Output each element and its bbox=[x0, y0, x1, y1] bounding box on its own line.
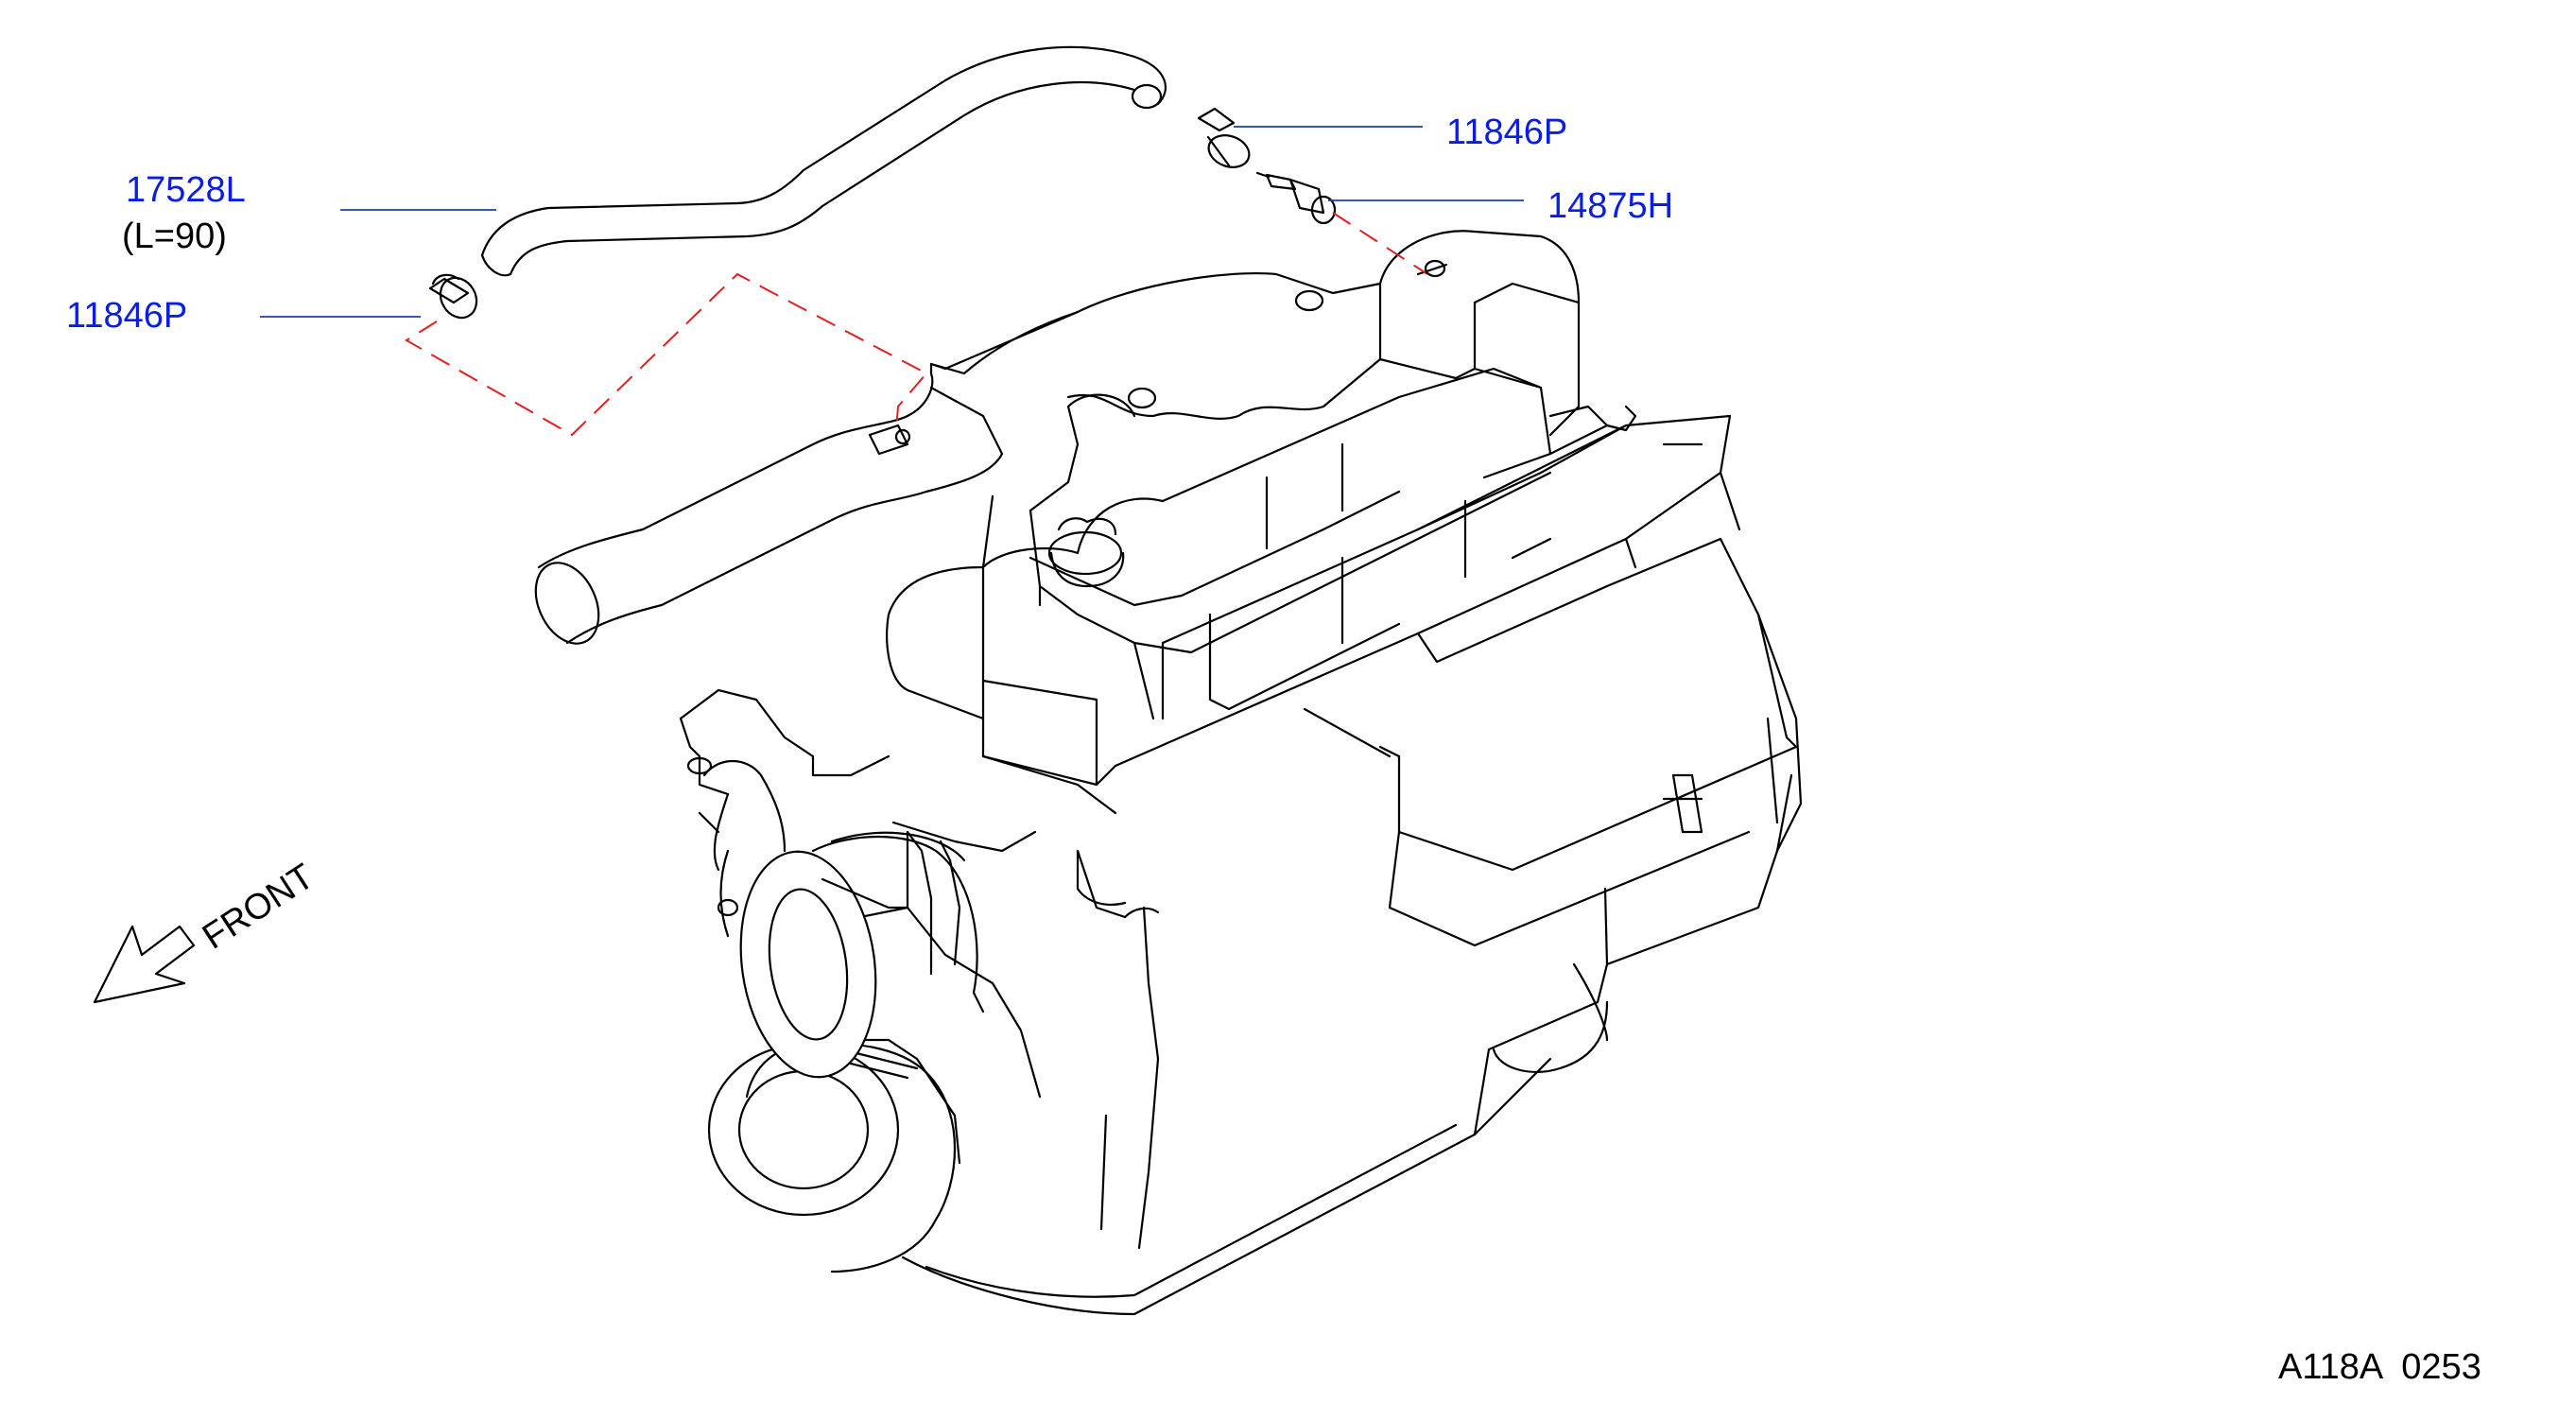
assembly-guides bbox=[405, 212, 1446, 437]
clamp-right[interactable] bbox=[1197, 107, 1253, 173]
engine-assembly bbox=[534, 230, 1803, 1316]
callout-pcv-valve[interactable]: 14875H bbox=[1547, 186, 1673, 226]
breather-hose[interactable] bbox=[480, 45, 1167, 277]
leader-lines bbox=[260, 126, 1524, 318]
callout-hose-part[interactable]: 17528L bbox=[126, 170, 246, 210]
arrow-down-left-icon bbox=[93, 925, 196, 1004]
front-label: FRONT bbox=[196, 857, 321, 958]
pcv-valve[interactable] bbox=[1255, 171, 1337, 225]
clamp-left[interactable] bbox=[428, 271, 484, 324]
callout-clamp-right[interactable]: 11846P bbox=[1446, 113, 1567, 152]
callout-clamp-left[interactable]: 11846P bbox=[66, 296, 187, 336]
callout-hose-length: (L=90) bbox=[122, 217, 227, 256]
diagram-code: A118A 0253 bbox=[2278, 1347, 2481, 1387]
